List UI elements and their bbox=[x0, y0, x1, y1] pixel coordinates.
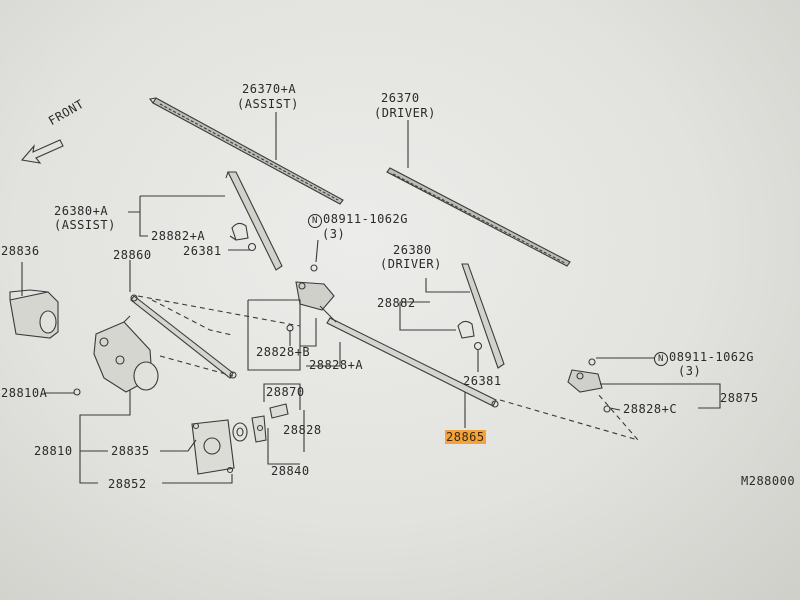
highlight-28865: 28865 bbox=[445, 430, 486, 444]
motor-28810 bbox=[93, 315, 159, 393]
nut-driver-icon bbox=[473, 341, 483, 351]
motor-28836 bbox=[9, 289, 59, 339]
cap-driver-icon bbox=[457, 320, 475, 339]
nut-28828c-icon bbox=[603, 405, 611, 413]
label-26381-right: 26381 bbox=[463, 374, 502, 388]
label-28870: 28870 bbox=[266, 385, 305, 399]
label-bolt-top: 08911-1062G bbox=[323, 212, 408, 226]
label-28882: 28882 bbox=[377, 296, 416, 310]
front-arrow-icon bbox=[20, 139, 64, 164]
leader-lines bbox=[21, 112, 721, 484]
label-28828: 28828 bbox=[283, 423, 322, 437]
wiper-blade-driver bbox=[386, 167, 571, 267]
bushing-28828 bbox=[269, 403, 289, 419]
nut-assist-icon bbox=[247, 242, 257, 252]
label-bolt-right-qty: (3) bbox=[678, 364, 702, 378]
label-26380a: 26380+A bbox=[54, 204, 109, 218]
label-28835: 28835 bbox=[111, 444, 150, 458]
pivot-right bbox=[567, 369, 603, 393]
figure-id: M288000 bbox=[741, 474, 796, 488]
label-28852: 28852 bbox=[108, 477, 147, 491]
label-26370a-sub: (ASSIST) bbox=[237, 97, 299, 111]
bracket-28840 bbox=[251, 415, 267, 443]
label-28882a: 28882+A bbox=[151, 229, 206, 243]
link-rod-28865 bbox=[326, 317, 499, 408]
label-28828b: 28828+B bbox=[256, 345, 311, 359]
label-28828c: 28828+C bbox=[623, 402, 678, 416]
label-28836: 28836 bbox=[1, 244, 40, 258]
label-26380-sub: (DRIVER) bbox=[380, 257, 442, 271]
wiper-arm-driver bbox=[461, 263, 505, 369]
bolt-28810a-icon bbox=[73, 388, 81, 396]
nut-top-icon bbox=[310, 264, 318, 272]
plate-28835 bbox=[191, 419, 235, 475]
pivot-center bbox=[295, 281, 337, 323]
label-28865: 28865 bbox=[445, 430, 486, 444]
label-26381-left: 26381 bbox=[183, 244, 222, 258]
nut-right-icon bbox=[588, 358, 596, 366]
label-28840: 28840 bbox=[271, 464, 310, 478]
frame-dashed-lines bbox=[137, 295, 640, 442]
grommet-icon bbox=[232, 422, 248, 442]
label-bolt-right: 08911-1062G bbox=[669, 350, 754, 364]
n-symbol-icon: N bbox=[654, 352, 668, 366]
label-26370a: 26370+A bbox=[242, 82, 297, 96]
label-28860: 28860 bbox=[113, 248, 152, 262]
label-28828a: 28828+A bbox=[309, 358, 364, 372]
label-28810a: 28810A bbox=[1, 386, 48, 400]
label-26370: 26370 bbox=[381, 91, 420, 105]
wiper-blade-assist bbox=[149, 97, 344, 205]
n-symbol-icon: N bbox=[308, 214, 322, 228]
label-26370-sub: (DRIVER) bbox=[374, 106, 436, 120]
cap-assist-icon bbox=[231, 222, 249, 241]
wiper-arm-assist bbox=[225, 171, 283, 271]
label-28875: 28875 bbox=[720, 391, 759, 405]
label-26380: 26380 bbox=[393, 243, 432, 257]
label-bolt-top-qty: (3) bbox=[322, 227, 346, 241]
label-28810: 28810 bbox=[34, 444, 73, 458]
label-26380a-sub: (ASSIST) bbox=[54, 218, 116, 232]
